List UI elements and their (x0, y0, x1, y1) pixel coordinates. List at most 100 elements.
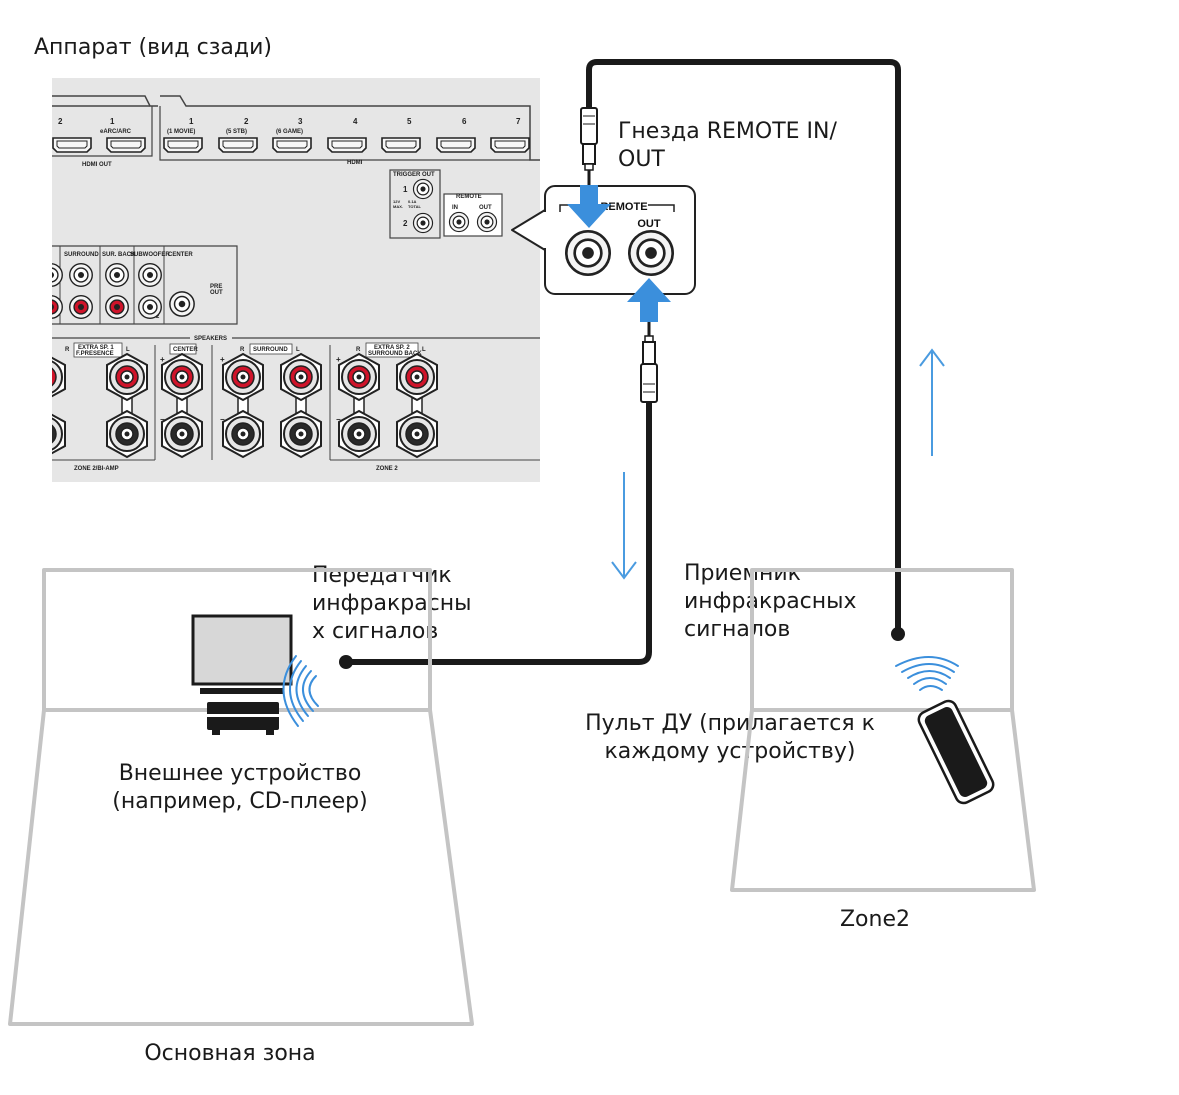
external-device-label: Внешнее устройство (например, CD-плеер) (60, 760, 420, 816)
external-device-line-1: Внешнее устройство (118, 761, 362, 786)
remote-waves-icon (895, 656, 959, 691)
plug-bottom (640, 322, 658, 403)
preout-surround-jack-r (69, 295, 93, 319)
spk-minus-3: − (336, 415, 341, 424)
spk-plus-1: + (160, 355, 165, 364)
spk-terminal-top-7 (396, 353, 438, 401)
preout-subwoofer-label: SUBWOOFER (130, 252, 170, 258)
trigger-spec-total: TOTAL (408, 204, 422, 209)
spk-terminal-top-5 (280, 353, 322, 401)
thin-arrow-down (611, 472, 637, 580)
ir-receiver-line-2: инфракрасных (684, 589, 857, 614)
hdmi-out-port-2 (52, 137, 92, 153)
remote-jacks-line-1: Гнезда REMOTE IN/ (618, 119, 837, 144)
preout-surback-jack-r (105, 295, 129, 319)
spk-terminal-bottom-7 (396, 410, 438, 458)
panel-remote-out-jack (476, 211, 498, 233)
preout-jack-a (52, 263, 63, 287)
spk-plus-2: + (220, 355, 225, 364)
hdmi-in-number-6: 6 (462, 117, 467, 126)
zoom-remote-out-jack (627, 229, 675, 276)
trigger-out-label: TRIGGER OUT (393, 172, 435, 178)
panel-remote-in-label: IN (452, 205, 458, 211)
zoom-out-label: OUT (637, 218, 661, 230)
hdmi-in-port-2 (218, 137, 258, 153)
panel-remote-in-jack (448, 211, 470, 233)
unit-rear-label: Аппарат (вид сзади) (34, 35, 272, 60)
surround-back-label: SURROUND BACK (368, 351, 422, 357)
plug-top (580, 107, 598, 186)
zone2-label: Zone2 (839, 907, 910, 932)
remote-control-line-2: каждому устройству) (604, 739, 856, 764)
trigger-jack-1 (412, 178, 434, 200)
preout-sub-jack-2 (138, 295, 162, 319)
hdmi-earc-label: eARC/ARC (100, 129, 132, 135)
cd-player-icon (207, 702, 279, 735)
rear-panel: 2 1 eARC/ARC 1 2 3 4 5 6 7 (1 MOVIE) (5 … (52, 78, 540, 482)
preout-surback-jack-l (105, 263, 129, 287)
spk-r-label-1: R (65, 347, 70, 353)
spk-terminal-top-3 (161, 353, 203, 401)
hdmi-out-label: HDMI OUT (82, 162, 112, 168)
ir-receiver-line-3: сигналов (684, 617, 791, 642)
trigger-jack-2 (412, 212, 434, 234)
spk-terminal-bottom-2 (106, 410, 148, 458)
hdmi-in-number-5: 5 (407, 117, 412, 126)
remote-jacks-line-2: OUT (618, 147, 665, 172)
spk-center-label: CENTER (173, 347, 198, 353)
spk-terminal-bottom-3 (161, 410, 203, 458)
remote-control-icon (917, 699, 995, 805)
panel-remote-out-label: OUT (479, 205, 492, 211)
preout-surback-label: SUR. BACK (102, 252, 136, 258)
spk-l-label-3: L (422, 347, 426, 353)
preout-center-jack (169, 291, 195, 317)
external-device-line-2: (например, CD-плеер) (112, 789, 368, 814)
spk-r-label-3: R (356, 347, 361, 353)
spk-l-label-2: L (296, 347, 300, 353)
panel-zone2-label: ZONE 2 (376, 466, 398, 472)
preout-surround-jack-l (69, 263, 93, 287)
hdmi-in-port-1 (163, 137, 203, 153)
ir-receiver-label: Приемник инфракрасных сигналов (684, 560, 857, 644)
preout-pre: PRE (210, 284, 222, 290)
ir-transmitter-end (339, 655, 353, 669)
hdmi-in-number-7: 7 (516, 117, 521, 126)
speakers-label: SPEAKERS (194, 336, 227, 342)
spk-minus-1: − (160, 415, 165, 424)
remote-control-line-1: Пульт ДУ (прилагается к (585, 711, 875, 736)
hdmi-in-number-1: 1 (189, 117, 194, 126)
extra-sp1-label: EXTRA SP. 1 (78, 345, 114, 351)
ir-receiver-end (891, 627, 905, 641)
ir-transmitter-waves-icon (282, 655, 319, 727)
hdmi-stb-label: (5 STB) (226, 129, 247, 135)
ir-transmitter-label: Передатчик инфракрасны х сигналов (312, 562, 472, 646)
main-zone-label: Основная зона (144, 1041, 316, 1066)
trigger-spec-max: MAX. (393, 204, 403, 209)
ir-transmitter-line-3: х сигналов (312, 619, 439, 644)
hdmi-in-port-5 (381, 137, 421, 153)
spk-terminal-bottom-1 (52, 410, 66, 458)
spk-l-label-1: L (126, 347, 130, 353)
hdmi-label: HDMI (347, 160, 363, 166)
hdmi-in-port-6 (436, 137, 476, 153)
hdmi-game-label: (6 GAME) (276, 129, 303, 135)
zone2-biamp-label: ZONE 2/BI-AMP (74, 466, 119, 472)
trigger-number-1: 1 (403, 185, 408, 194)
trigger-spec-12v: 12V (393, 199, 400, 204)
transmitter-cable (347, 397, 652, 665)
extra-sp2-label: EXTRA SP. 2 (374, 345, 410, 351)
hdmi-out-port-1 (106, 137, 146, 153)
receiver-cable (586, 59, 901, 635)
arrow-out-of-out (627, 278, 671, 322)
ir-receiver-line-1: Приемник (684, 561, 801, 586)
preout-out: OUT (210, 290, 223, 296)
preout-num-2: 2 (156, 314, 160, 320)
hdmi-in-port-4 (327, 137, 367, 153)
spk-surround-label: SURROUND (253, 347, 288, 353)
remote-jacks-label: Гнезда REMOTE IN/ OUT (618, 118, 837, 174)
spk-r-label-2: R (240, 347, 245, 353)
hdmi-in-number-2: 2 (244, 117, 249, 126)
hdmi-in-port-7 (490, 137, 530, 153)
spk-terminal-bottom-6 (338, 410, 380, 458)
